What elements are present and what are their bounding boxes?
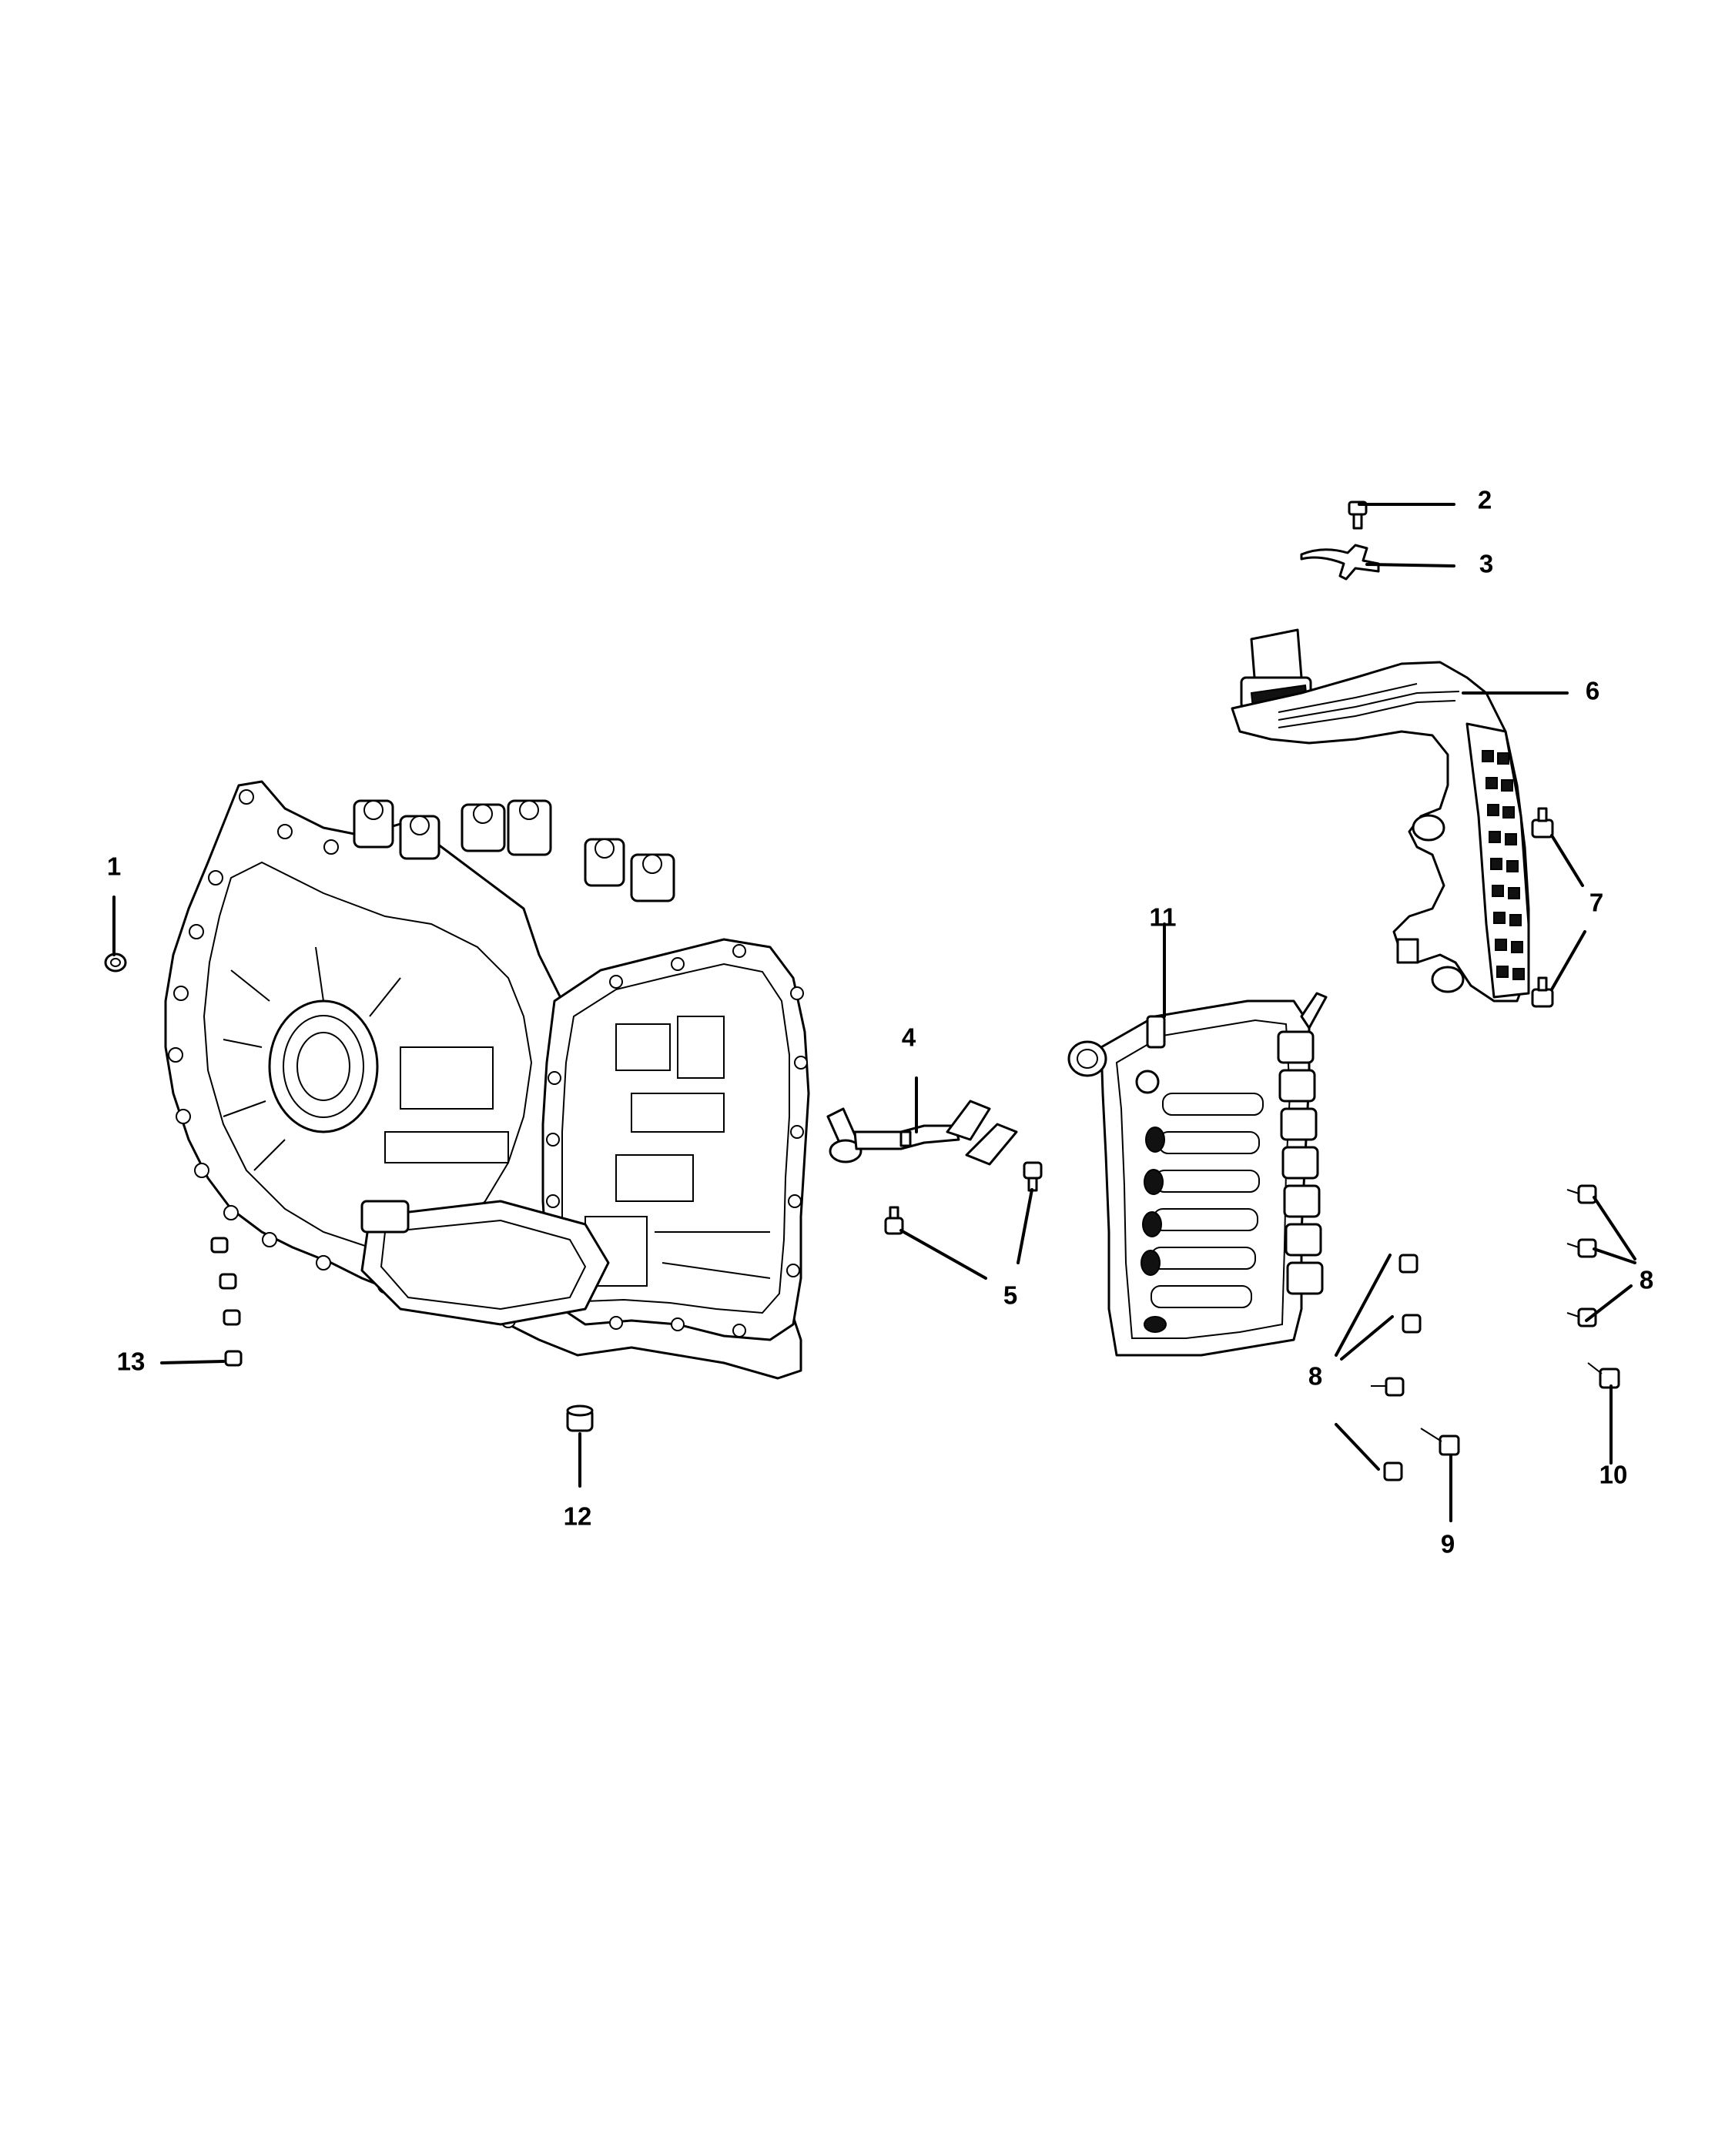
callout-8-right: 8 <box>1640 1266 1653 1294</box>
part-plug-12 <box>566 1404 594 1432</box>
callout-7: 7 <box>1589 889 1603 917</box>
part-bolt-2 <box>1348 500 1368 530</box>
callout-labels: 1 2 3 4 5 6 7 8 8 9 10 11 12 13 <box>107 486 1653 1558</box>
leader-lines <box>112 503 1636 1522</box>
callout-4: 4 <box>902 1023 916 1052</box>
callout-5: 5 <box>1003 1281 1017 1310</box>
callout-2: 2 <box>1478 486 1492 514</box>
callout-9: 9 <box>1441 1530 1455 1558</box>
transmission-case <box>164 780 810 1380</box>
part-bracket-3 <box>1300 544 1380 581</box>
part-valve-body-11 <box>1067 992 1328 1357</box>
callout-12: 12 <box>564 1502 592 1531</box>
part-bolts-5 <box>884 1161 1043 1235</box>
callout-6: 6 <box>1586 677 1599 705</box>
part-dowels-13 <box>210 1237 243 1367</box>
callout-10: 10 <box>1599 1461 1628 1489</box>
callout-13: 13 <box>117 1348 146 1376</box>
part-plug-1 <box>104 952 127 973</box>
callout-3: 3 <box>1479 550 1493 578</box>
part-bolts-7 <box>1531 807 1554 1008</box>
callout-11: 11 <box>1150 903 1177 932</box>
callout-8-left: 8 <box>1308 1362 1322 1391</box>
part-bolts-8-9-10 <box>1371 1184 1620 1481</box>
part-wiring-harness-6 <box>1231 628 1530 1003</box>
callout-1: 1 <box>107 852 121 881</box>
part-sensor-4 <box>826 1100 1018 1166</box>
